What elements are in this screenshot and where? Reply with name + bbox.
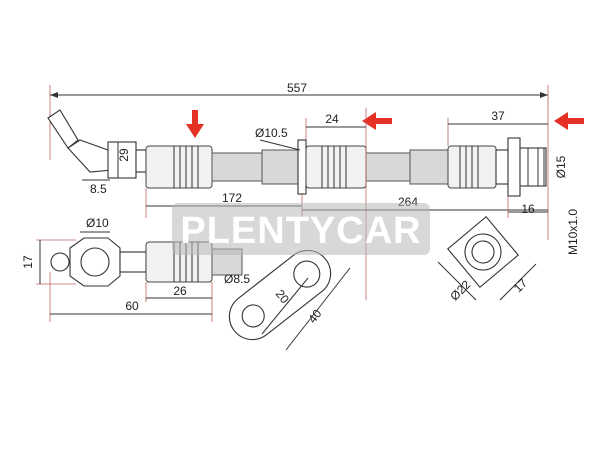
right-collar [495, 149, 509, 185]
left-fitting-body [107, 141, 137, 179]
plentycar-watermark: PLENTYCAR [172, 203, 430, 255]
dim-label-22: Ø22 [447, 277, 473, 303]
leader-line [259, 139, 301, 151]
dim-label-15: Ø15 [554, 155, 568, 178]
bracket-plate [228, 249, 332, 341]
dim-label-8-5-hole: Ø8.5 [224, 272, 250, 286]
dim-label-60: 60 [125, 299, 139, 313]
dim-label-16: 16 [521, 202, 535, 216]
dim-label-29: 29 [117, 148, 131, 162]
dim-line-20 [261, 277, 309, 335]
fitting-bore [80, 247, 110, 277]
arrowhead [50, 92, 58, 98]
bracket-hole-large [293, 260, 321, 288]
left-bent-fitting [47, 109, 79, 149]
arrowhead [540, 92, 548, 98]
dim-label-40: 40 [305, 306, 324, 325]
dim-label-24: 24 [325, 112, 339, 126]
dim-line-17-right [499, 263, 537, 301]
watermark-text: PLENTYCAR [180, 210, 421, 252]
dim-line-22 [437, 261, 477, 301]
nut-inner-circle [471, 240, 495, 264]
plan-neck [119, 251, 147, 273]
dim-label-17-right: 17 [511, 276, 531, 296]
dim-line-40 [285, 267, 351, 351]
dim-label-10-5: Ø10.5 [255, 126, 288, 140]
bracket-hole-small [241, 304, 265, 328]
dim-label-17-left: 17 [21, 255, 35, 269]
hose-segment-3 [365, 152, 411, 182]
hex-nut-end-view [447, 216, 519, 288]
dim-label-26: 26 [173, 284, 187, 298]
dim-label-8-5: 8.5 [90, 182, 107, 196]
red-arrow-down-icon [186, 110, 204, 138]
dim-label-172: 172 [222, 191, 242, 205]
mid-crimp-sleeve [305, 145, 367, 189]
tab-ring [50, 252, 70, 272]
right-hex-nut [519, 147, 547, 187]
thread-label: M10x1.0 [566, 209, 580, 255]
hose-segment-1 [211, 152, 263, 182]
hose-segment-4 [409, 149, 449, 185]
red-arrow-left-icon [362, 112, 392, 130]
mid-bracket [297, 139, 307, 195]
dim-label-10: Ø10 [86, 216, 109, 230]
red-arrow-left-icon [554, 112, 584, 130]
dim-label-557: 557 [287, 81, 307, 95]
dim-label-37: 37 [491, 109, 505, 123]
left-fitting-collar [135, 149, 147, 173]
left-crimp-sleeve [145, 145, 213, 189]
hose-segment-2 [261, 149, 301, 185]
right-clip-ring [507, 137, 521, 197]
left-fitting-neck [67, 139, 113, 173]
